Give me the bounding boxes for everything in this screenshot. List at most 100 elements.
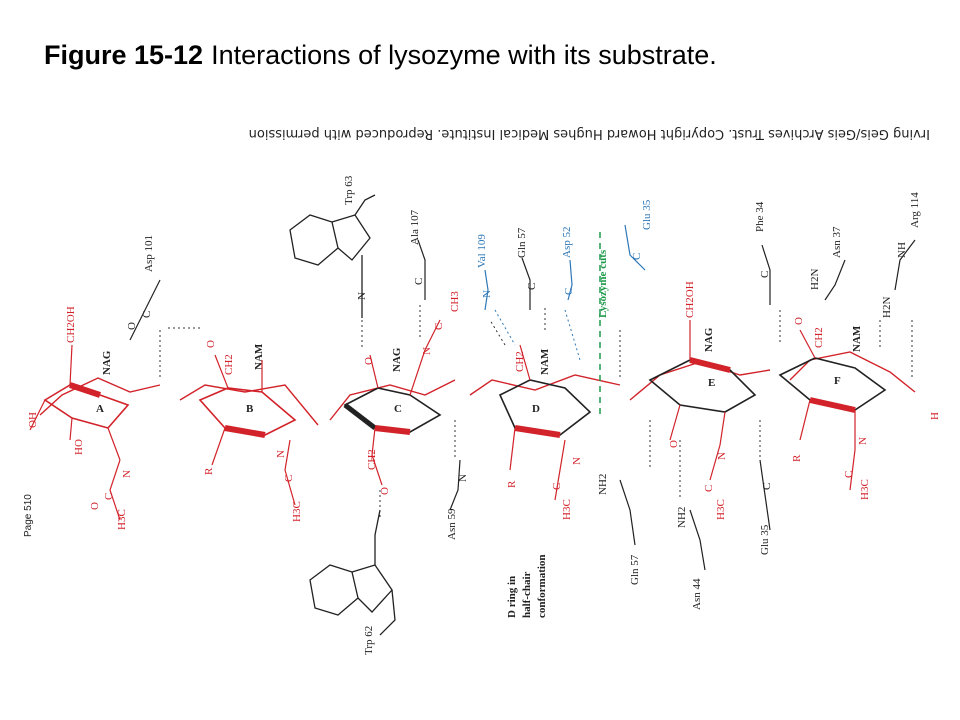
glu35-bottom-c: C xyxy=(761,483,773,490)
ring-a-n: N xyxy=(121,470,133,478)
ring-e-n: N xyxy=(716,452,728,460)
ring-f-letter: F xyxy=(834,375,841,387)
residue-phe34: Phe 34 xyxy=(754,201,766,232)
ring-d-sugar: NAM xyxy=(539,348,551,375)
ring-b-o: O xyxy=(205,340,217,348)
ring-b-r: R xyxy=(203,467,215,475)
residue-asp101: Asp 101 xyxy=(143,235,155,272)
ring-e-ch2oh: CH2OH xyxy=(684,281,696,318)
ring-b-n: N xyxy=(275,450,287,458)
ring-e-h3c: H3C xyxy=(715,499,727,520)
residue-val109: Val 109 xyxy=(476,234,488,268)
residue-asn59: Asn 59 xyxy=(446,508,458,540)
glu35-c: C xyxy=(631,253,643,260)
ring-e-c: C xyxy=(703,485,715,492)
catalytic-hbonds xyxy=(494,309,581,361)
asp101-o: O xyxy=(126,322,138,330)
phe34-c: C xyxy=(759,271,771,278)
d-ring-note-line1: D ring in xyxy=(506,576,518,618)
residue-asn37: Asn 37 xyxy=(831,226,843,258)
d-ring-note-line3: conformation xyxy=(536,554,548,618)
ring-a-h3c: H3C xyxy=(116,509,128,530)
ring-a-oh: OH xyxy=(27,412,39,428)
residue-gln57-bottom: Gln 57 xyxy=(629,554,641,585)
asp52-c: C xyxy=(563,288,575,295)
ring-b-ch2: CH2 xyxy=(223,354,235,375)
arg114-nh: NH xyxy=(896,242,908,258)
ring-d xyxy=(498,379,592,438)
sugar-rings xyxy=(43,357,887,438)
ring-a-ho: HO xyxy=(73,439,85,455)
ring-b-letter: B xyxy=(246,403,254,415)
ring-c-c: C xyxy=(433,323,445,330)
asn37-h2n: H2N xyxy=(809,269,821,290)
d-ring-note-line2: half-chair xyxy=(521,571,533,618)
trp62-indole xyxy=(309,509,396,636)
gln57-c: C xyxy=(526,283,538,290)
residue-arg114: Arg 114 xyxy=(909,192,921,228)
ring-b-c: C xyxy=(283,475,295,482)
ring-e-letter: E xyxy=(708,377,715,389)
residue-gln57-top: Gln 57 xyxy=(516,227,528,258)
catalytic-bonds xyxy=(484,224,646,311)
ring-f-c: C xyxy=(843,471,855,478)
asp101-c: C xyxy=(141,311,153,318)
residue-glu35-bottom: Glu 35 xyxy=(759,524,771,555)
ring-f-r: R xyxy=(791,454,803,462)
ring-f-sugar: NAM xyxy=(851,325,863,352)
ala107-c: C xyxy=(413,278,425,285)
ring-f-n: N xyxy=(857,437,869,445)
ring-c-o: O xyxy=(363,357,375,365)
ring-f-h: H xyxy=(929,412,941,420)
ring-c-ch3: CH3 xyxy=(449,291,461,312)
enzyme-bonds xyxy=(129,239,916,571)
ring-a-ch2oh: CH2OH xyxy=(65,306,77,343)
d-ring-note: D ring in half-chair conformation xyxy=(506,554,548,618)
residue-trp62: Trp 62 xyxy=(363,626,375,655)
figure-caption: Interactions of lysozyme with its substr… xyxy=(211,40,717,70)
ring-f xyxy=(778,357,887,413)
ring-e-o: O xyxy=(668,440,680,448)
ring-f-ch2: CH2 xyxy=(813,327,825,348)
ring-labels: A NAG B NAM C NAG D NAM E NAG F NAM xyxy=(96,325,863,415)
residue-asn44: Asn 44 xyxy=(691,578,703,610)
enzyme-residue-labels: Asp 101 Trp 63 Ala 107 Val 109 Gln 57 As… xyxy=(143,175,921,655)
ring-c-sugar: NAG xyxy=(391,347,403,372)
ring-e xyxy=(648,357,757,413)
arg114-h2n: H2N xyxy=(881,297,893,318)
enzyme-groups-text: O C N C N C C C NH2 NH2 C H2N H2N NH N C xyxy=(126,242,908,528)
gln57-nh2: NH2 xyxy=(597,474,609,495)
ring-d-letter: D xyxy=(532,403,540,415)
ring-a-letter: A xyxy=(96,403,104,415)
residue-ala107: Ala 107 xyxy=(409,209,421,245)
ring-e-sugar: NAG xyxy=(703,327,715,352)
hydrogen-bonds xyxy=(159,305,913,520)
ring-f-o: O xyxy=(793,317,805,325)
residue-asp52: Asp 52 xyxy=(561,227,573,258)
trp63-n: N xyxy=(356,292,368,300)
ring-f-h3c: H3C xyxy=(859,479,871,500)
ring-d-c: C xyxy=(551,483,563,490)
ring-a-o: O xyxy=(89,502,101,510)
ring-d-ch2: CH2 xyxy=(514,351,526,372)
residue-glu35-top: Glu 35 xyxy=(641,199,653,230)
figure-number: Figure 15-12 xyxy=(44,40,204,70)
ring-d-r: R xyxy=(506,480,518,488)
ring-a-sugar: NAG xyxy=(101,350,113,375)
ring-b-h3c: H3C xyxy=(291,501,303,522)
ring-c-letter: C xyxy=(394,403,402,415)
ring-d-h3c: H3C xyxy=(561,499,573,520)
residue-trp63: Trp 63 xyxy=(343,175,355,205)
backbone-bonds xyxy=(39,351,916,426)
ring-a xyxy=(43,382,130,429)
trp63-indole xyxy=(289,194,376,318)
asn59-n: N xyxy=(457,474,469,482)
substrate-text: CH2OH OH HO N C H3C O O CH2 R N C H3C O … xyxy=(27,281,941,530)
ring-c-n: N xyxy=(421,347,433,355)
substrate-groups xyxy=(29,319,856,521)
ring-b-sugar: NAM xyxy=(253,343,265,370)
asn44-nh2: NH2 xyxy=(676,507,688,528)
ring-c-ch2: CH2 xyxy=(366,449,378,470)
